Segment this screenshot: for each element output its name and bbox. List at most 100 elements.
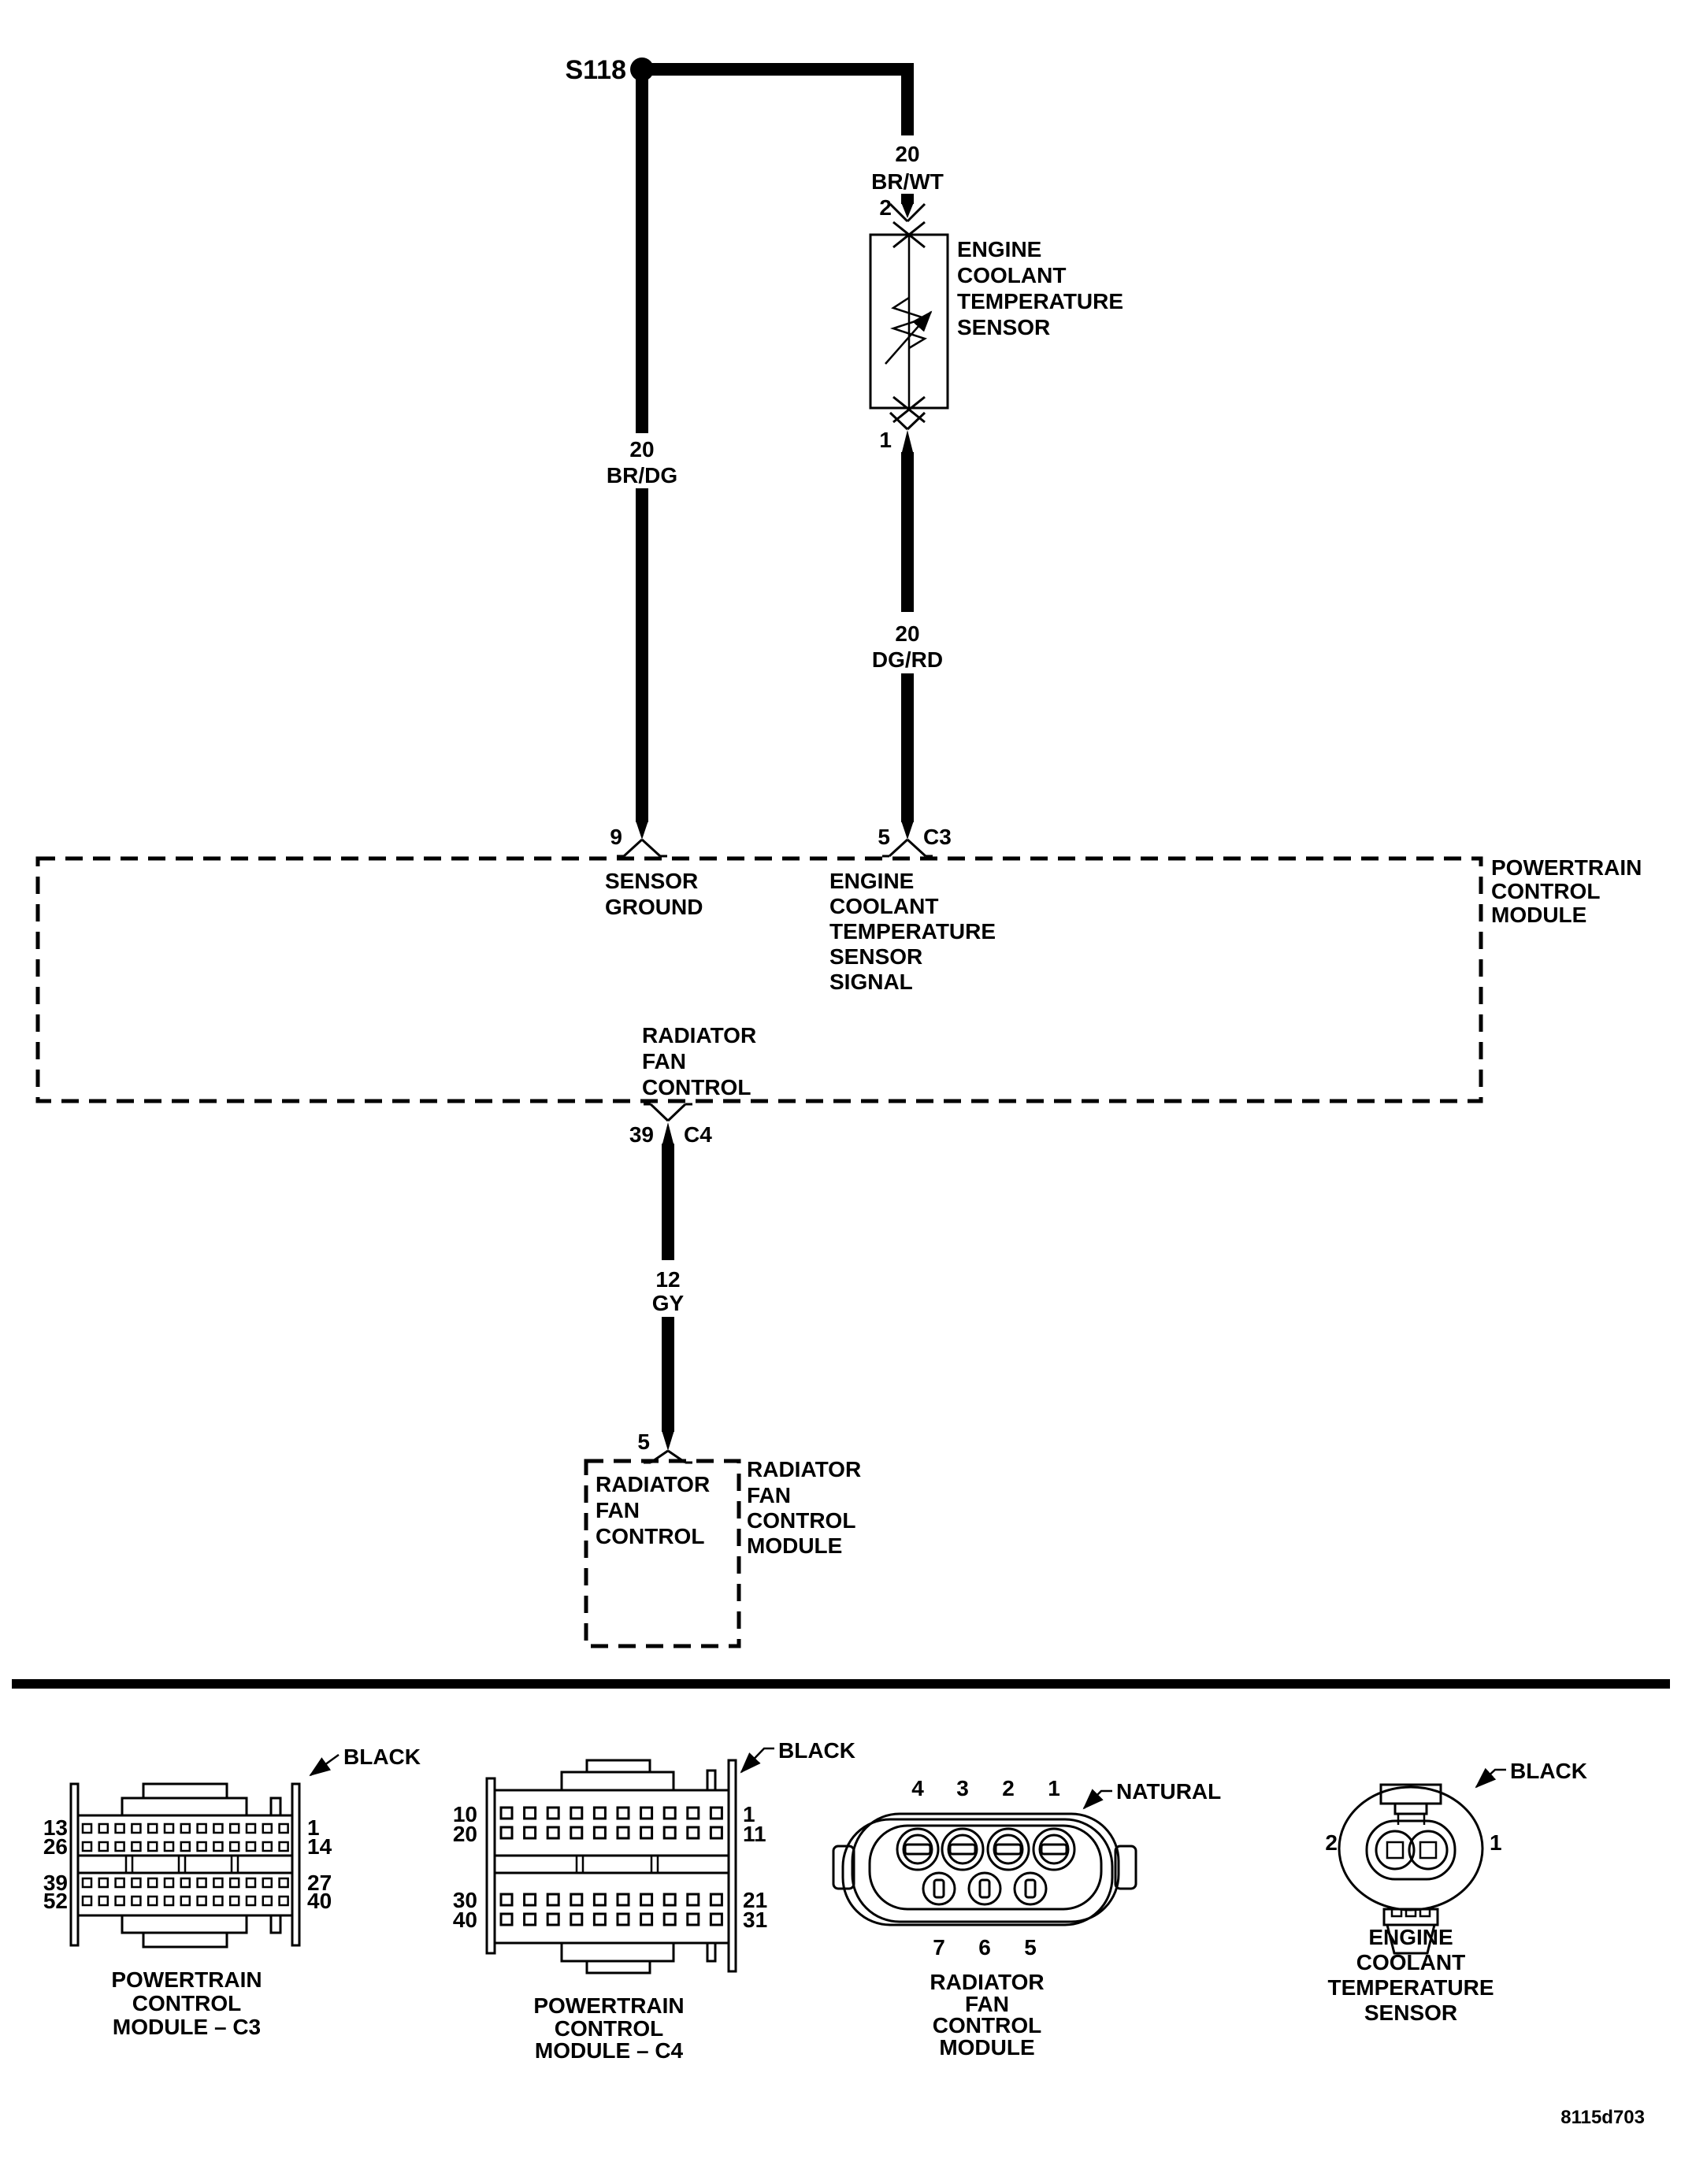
ect-sensor-box: ENGINE COOLANT TEMPERATURE SENSOR [869, 233, 1123, 410]
ect-caption: ENGINE [1368, 1925, 1453, 1949]
c3-right-pin: 27 [307, 1871, 332, 1895]
rfcm-function-label: RADIATOR [596, 1472, 710, 1496]
pcm-signal-label: COOLANT [829, 894, 938, 918]
ect-label-line: ENGINE [957, 237, 1041, 261]
c3-caption: MODULE – C3 [113, 2015, 261, 2039]
rfcm-caption: RADIATOR [930, 1970, 1044, 1994]
diagram-id: 8115d703 [1560, 2107, 1645, 2128]
pcm-module-label: MODULE [1491, 903, 1586, 927]
rfcm-module-label: CONTROL [747, 1508, 855, 1533]
thermistor-icon [889, 296, 929, 350]
wire-brwt-color: BR/WT [871, 169, 944, 194]
rfcm-bottom-pin: 6 [978, 1935, 991, 1960]
pin-numbers: 2 1 9 5 C3 39 C4 5 [610, 195, 951, 1454]
ect-view-pin-2: 2 [1325, 1830, 1338, 1855]
pcm-fan-label: CONTROL [642, 1075, 751, 1099]
rfcm-color-callout: NATURAL [1116, 1779, 1221, 1804]
rfcm-bottom-pin: 7 [933, 1935, 945, 1960]
pcm-pin-39: 39 [629, 1122, 654, 1147]
rfcm-caption: MODULE [939, 2035, 1034, 2060]
c3-right-pin: 1 [307, 1815, 320, 1840]
c3-caption: POWERTRAIN [111, 1967, 262, 1992]
pcm-connector-c3: C3 [923, 825, 952, 849]
rfcm-terminals [896, 1827, 1076, 1906]
wire-gy-color: GY [652, 1291, 685, 1315]
rfcm-caption: FAN [965, 1992, 1009, 2016]
ect-color-leader-arrow [1475, 1767, 1506, 1789]
wire-dgrd-color: DG/RD [872, 647, 943, 672]
wire-brwt-gauge: 20 [895, 142, 919, 166]
section-divider [12, 1679, 1670, 1689]
connector-pcm-c3: 13 26 39 52 1 14 27 40 BLACK POWERTRAIN … [43, 1745, 421, 2039]
c4-left-pin: 20 [453, 1822, 477, 1846]
c4-caption: MODULE – C4 [535, 2038, 684, 2063]
splice-label: S118 [565, 55, 626, 85]
c4-left-pin: 10 [453, 1802, 477, 1826]
pcm-box: SENSOR GROUND ENGINE COOLANT TEMPERATURE… [35, 855, 1642, 1103]
variable-arrow-icon [885, 310, 933, 365]
rfcm-module-label: MODULE [747, 1533, 842, 1558]
pcm-signal-label: TEMPERATURE [829, 919, 996, 944]
rfcm-pin-5: 5 [637, 1429, 650, 1454]
c4-right-pin: 21 [743, 1888, 767, 1912]
c4-right-pin: 31 [743, 1908, 767, 1932]
c3-color-leader-arrow [309, 1753, 340, 1777]
c4-right-pin: 11 [743, 1822, 766, 1846]
wire-gy-gauge: 12 [655, 1267, 680, 1292]
wire-brdg-gauge: 20 [629, 437, 654, 462]
pcm-connector-c4: C4 [684, 1122, 712, 1147]
c4-right-pin: 1 [743, 1802, 755, 1826]
pcm-ground-label: GROUND [605, 895, 703, 919]
c4-color-leader-arrow [740, 1747, 774, 1774]
connector-ect: 2 1 BLACK ENGINE COOLANT TEMPERATURE SEN… [1325, 1759, 1587, 2025]
pcm-module-label: CONTROL [1491, 879, 1600, 903]
ect-caption: COOLANT [1356, 1950, 1465, 1974]
rfcm-color-leader-arrow [1082, 1789, 1112, 1810]
rfcm-caption: CONTROL [933, 2013, 1041, 2038]
c4-color-callout: BLACK [778, 1738, 855, 1763]
pcm-pin-5: 5 [878, 825, 890, 849]
rfcm-top-pin: 3 [956, 1776, 969, 1800]
rfcm-bottom-pin: 5 [1024, 1935, 1037, 1960]
rfcm-module-label: RADIATOR [747, 1457, 861, 1481]
ect-color-callout: BLACK [1510, 1759, 1587, 1783]
rfcm-top-pin: 4 [911, 1776, 924, 1800]
wire-brdg-color: BR/DG [607, 463, 677, 488]
c3-left-pin: 39 [43, 1871, 68, 1895]
c3-right-pin: 14 [307, 1834, 332, 1859]
rfcm-top-pin: 2 [1002, 1776, 1015, 1800]
pcm-fan-label: RADIATOR [642, 1023, 756, 1048]
pcm-module-label: POWERTRAIN [1491, 855, 1642, 880]
c3-left-pin: 26 [43, 1834, 68, 1859]
ect-label-line: SENSOR [957, 315, 1050, 339]
ect-caption: SENSOR [1364, 2000, 1457, 2025]
pcm-signal-label: SIGNAL [829, 970, 913, 994]
c4-left-pin: 40 [453, 1908, 477, 1932]
ect-caption: TEMPERATURE [1327, 1975, 1494, 2000]
ect-label-line: TEMPERATURE [957, 289, 1123, 313]
rfcm-function-label: CONTROL [596, 1524, 704, 1548]
pcm-pin-9: 9 [610, 825, 622, 849]
rfcm-module-label: FAN [747, 1483, 791, 1507]
ect-view-pin-1: 1 [1490, 1830, 1502, 1855]
wire-dgrd-gauge: 20 [895, 621, 919, 646]
c3-left-pin: 52 [43, 1889, 68, 1913]
c3-caption: CONTROL [132, 1991, 241, 2015]
ect-label-line: COOLANT [957, 263, 1066, 287]
pcm-fan-label: FAN [642, 1049, 686, 1073]
connector-pcm-c4: 10 20 30 40 1 11 21 31 BLACK POWERTRAIN … [453, 1738, 855, 2063]
c4-left-pin: 30 [453, 1888, 477, 1912]
pcm-signal-label: SENSOR [829, 944, 922, 969]
c3-left-pin: 13 [43, 1815, 68, 1840]
wire-runs [636, 63, 914, 1451]
rfcm-top-pin: 1 [1048, 1776, 1060, 1800]
rfcm-box: RADIATOR FAN CONTROL RADIATOR FAN CONTRO… [584, 1457, 861, 1648]
connector-rfcm: 4 3 2 1 7 6 5 NATURAL RADIATOR FAN CONTR… [832, 1776, 1221, 2060]
ect-pin-1: 1 [879, 428, 892, 452]
c4-caption: POWERTRAIN [533, 1993, 684, 2018]
c3-right-pin: 40 [307, 1889, 332, 1913]
pcm-ground-label: SENSOR [605, 869, 698, 893]
wire-labels: 20 BR/WT 20 BR/DG 20 DG/RD 12 GY [607, 142, 944, 1315]
